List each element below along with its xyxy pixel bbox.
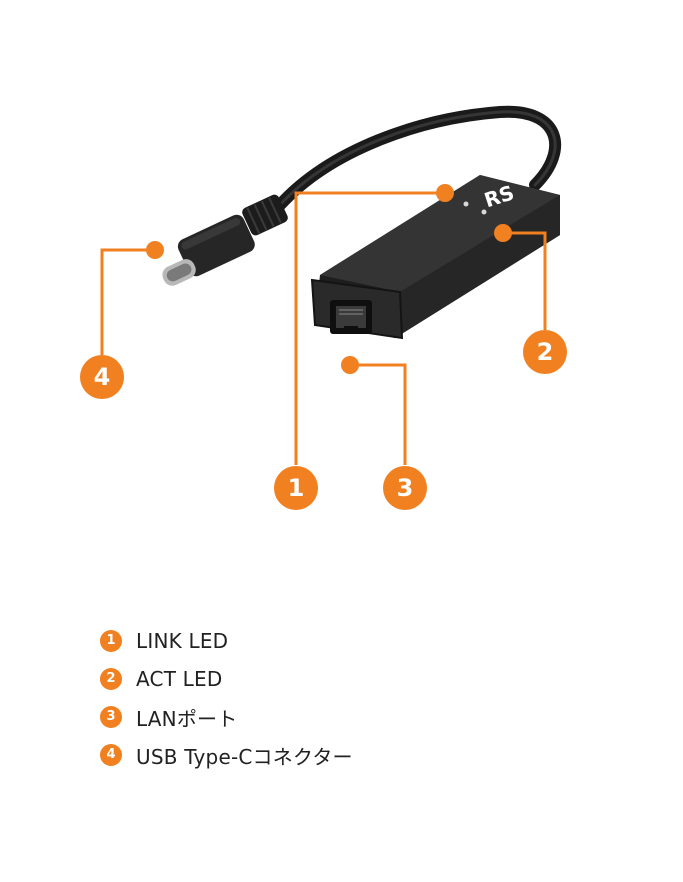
legend-item-usb-type-c: 4 USB Type-Cコネクター bbox=[100, 736, 353, 774]
callout-anchors bbox=[146, 184, 512, 374]
svg-text:3: 3 bbox=[397, 474, 414, 502]
legend-badge: 3 bbox=[100, 706, 122, 728]
svg-text:4: 4 bbox=[94, 363, 111, 391]
legend-item-lan-port: 3 LANポート bbox=[100, 698, 353, 736]
callout-2: 2 bbox=[523, 330, 567, 374]
legend-badge: 4 bbox=[100, 744, 122, 766]
link-led bbox=[463, 201, 469, 207]
svg-text:1: 1 bbox=[288, 474, 305, 502]
adapter-body: RS bbox=[310, 175, 560, 340]
legend-item-link-led: 1 LINK LED bbox=[100, 622, 353, 660]
product-diagram: RS 1 2 3 4 bbox=[80, 105, 567, 510]
legend-badge: 1 bbox=[100, 630, 122, 652]
callout-4: 4 bbox=[80, 355, 124, 399]
legend-label: LANポート bbox=[136, 706, 238, 731]
legend-badge: 2 bbox=[100, 668, 122, 690]
lan-port bbox=[330, 300, 372, 334]
legend-label: LINK LED bbox=[136, 629, 229, 653]
act-led bbox=[481, 209, 487, 215]
legend-label: USB Type-Cコネクター bbox=[136, 744, 353, 769]
callout-lines bbox=[100, 191, 547, 465]
usb-type-c-connector bbox=[162, 194, 288, 286]
legend-label: ACT LED bbox=[136, 667, 223, 691]
callout-1: 1 bbox=[274, 466, 318, 510]
legend-item-act-led: 2 ACT LED bbox=[100, 660, 353, 698]
usb-cable bbox=[274, 105, 562, 211]
svg-text:2: 2 bbox=[537, 338, 554, 366]
legend: 1 LINK LED 2 ACT LED 3 LANポート 4 USB Type… bbox=[100, 622, 353, 774]
callout-3: 3 bbox=[383, 466, 427, 510]
